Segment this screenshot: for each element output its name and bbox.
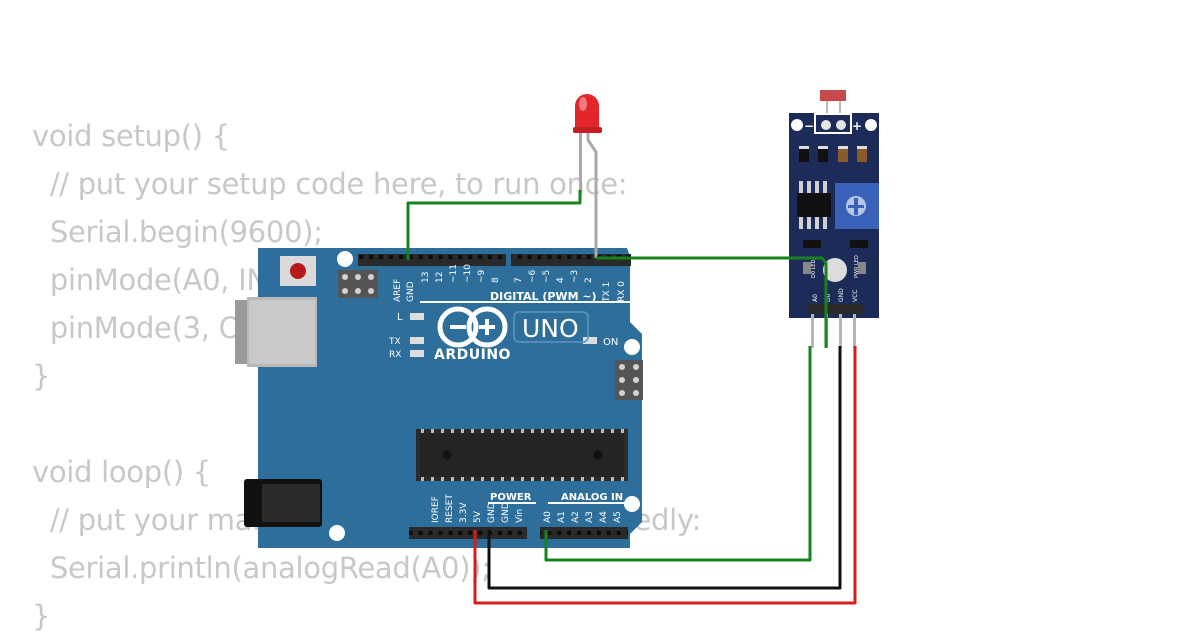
digital-label-underline xyxy=(420,301,630,303)
digital-header-right xyxy=(511,254,631,266)
led-on-label: ON xyxy=(603,337,618,348)
wire-led-cathode-to-gnd xyxy=(406,190,582,260)
pin-label-3v3: 3.3V xyxy=(459,502,469,523)
light-sensor-module: − + xyxy=(789,90,879,348)
pin-label-tx1: TX 1 xyxy=(602,282,612,303)
wire-5v-to-sensor xyxy=(473,346,857,605)
arduino-uno-board: AREF GND 13 12 ~11 ~10 ~9 8 7 ~6 ~5 4 ~3… xyxy=(235,248,643,548)
pin-label-a2: A2 xyxy=(571,511,581,523)
pwr-led-label: PWR LED xyxy=(854,255,860,278)
led-tx-label: TX xyxy=(388,337,401,347)
icsp-header-right xyxy=(615,360,643,400)
sensor-pin-label-gnd: GND xyxy=(838,288,845,302)
pin-label-2: 2 xyxy=(584,277,594,283)
pin-label-rx0: RX 0 xyxy=(617,281,627,302)
mounting-hole xyxy=(624,496,640,512)
pin-label-12: 12 xyxy=(435,272,445,283)
wire-a0-to-sensor xyxy=(544,346,812,562)
red-led xyxy=(573,94,602,258)
pin-label-vin: Vin xyxy=(515,509,525,523)
code-line: // put your setup code here, to run once… xyxy=(32,167,628,201)
photoresistor-ldr xyxy=(814,90,852,134)
wires xyxy=(406,190,857,605)
pin-label-gnd: GND xyxy=(406,281,416,302)
pin-label-ioref: IOREF xyxy=(431,496,441,523)
pin-label-8: 8 xyxy=(491,277,501,283)
sensor-minus-label: − xyxy=(804,119,814,133)
sensor-pin-header xyxy=(807,304,863,314)
power-header xyxy=(409,527,527,539)
code-line: void setup() { xyxy=(32,119,230,153)
sensor-mounting-hole xyxy=(865,119,877,131)
code-line: } xyxy=(32,599,51,633)
pin-label-a3: A3 xyxy=(585,511,595,523)
mounting-hole xyxy=(329,525,345,541)
arduino-logo-icon xyxy=(437,306,508,348)
pin-label-a5: A5 xyxy=(613,511,623,523)
pin-label-a1: A1 xyxy=(557,511,567,523)
pin-label-4: 4 xyxy=(556,277,566,283)
pin-label-gnd2: GND xyxy=(501,502,511,523)
code-line: Serial.println(analogRead(A0)); xyxy=(32,551,491,585)
smd-resistors xyxy=(799,146,867,162)
pin-label-a0: A0 xyxy=(543,511,553,523)
pin-label-5v: 5V xyxy=(473,510,483,523)
sensor-pin-label-a0: A0 xyxy=(812,294,819,302)
pin-label-7: 7 xyxy=(514,277,524,283)
dc-power-jack xyxy=(244,479,322,527)
sensor-mounting-hole xyxy=(791,119,803,131)
pin-label-11: ~11 xyxy=(449,264,459,283)
d0-led-label: D0 LED xyxy=(811,259,817,278)
pin-label-reset: RESET xyxy=(445,494,455,523)
code-line: } xyxy=(32,359,51,393)
pin-label-a4: A4 xyxy=(599,511,609,523)
analog-underline xyxy=(548,502,630,504)
led-l-label: L xyxy=(397,312,403,323)
comparator-chip xyxy=(797,181,831,229)
sensor-plus-label: + xyxy=(852,119,862,133)
power-label: POWER xyxy=(490,492,532,503)
sensor-pin-label-vcc: VCC xyxy=(852,290,859,302)
pin-label-9: ~9 xyxy=(477,269,487,283)
pin-label-gnd1: GND xyxy=(487,502,497,523)
wire-gnd-to-sensor xyxy=(487,346,842,590)
digital-pwm-label: DIGITAL (PWM ~) xyxy=(490,290,597,303)
board-leds: L TX RX ON xyxy=(388,312,618,360)
power-underline xyxy=(488,502,536,504)
arduino-brand-text: ARDUINO xyxy=(434,347,511,363)
sensor-indicator-leds: D0 LED PWR LED xyxy=(803,255,866,282)
digital-pin-labels: AREF GND 13 12 ~11 ~10 ~9 8 7 ~6 ~5 4 ~3… xyxy=(393,264,627,303)
wire-led-anode-to-d0 xyxy=(596,256,828,348)
led-rx-label: RX xyxy=(389,350,401,360)
smd-capacitor xyxy=(850,240,868,248)
analog-header xyxy=(540,527,628,539)
code-line: void loop() { xyxy=(32,455,211,489)
potentiometer xyxy=(835,183,879,229)
smd-capacitor xyxy=(803,240,821,248)
analog-pin-labels: A0 A1 A2 A3 A4 A5 xyxy=(543,511,623,523)
mounting-hole xyxy=(337,251,353,267)
usb-connector xyxy=(235,297,317,367)
icsp-header xyxy=(338,270,378,298)
uno-model-text: UNO xyxy=(522,314,579,343)
code-line: Serial.begin(9600); xyxy=(32,215,323,249)
atmega-chip xyxy=(416,429,628,481)
sensor-pin-label-d0: D0 xyxy=(825,293,832,302)
pin-label-3: ~3 xyxy=(570,270,580,283)
digital-header-left xyxy=(358,254,506,266)
pin-label-10: ~10 xyxy=(463,264,473,283)
analog-in-label: ANALOG IN xyxy=(561,492,623,503)
power-pin-labels: IOREF RESET 3.3V 5V GND GND Vin xyxy=(431,494,525,523)
pin-label-aref: AREF xyxy=(393,279,403,302)
sensor-header-pins xyxy=(811,314,856,348)
pin-label-13: 13 xyxy=(421,272,431,283)
mounting-hole xyxy=(624,339,640,355)
uno-badge xyxy=(513,311,589,343)
reset-button xyxy=(280,256,316,286)
pin-label-6: ~6 xyxy=(528,269,538,283)
pin-label-5: ~5 xyxy=(542,270,552,283)
